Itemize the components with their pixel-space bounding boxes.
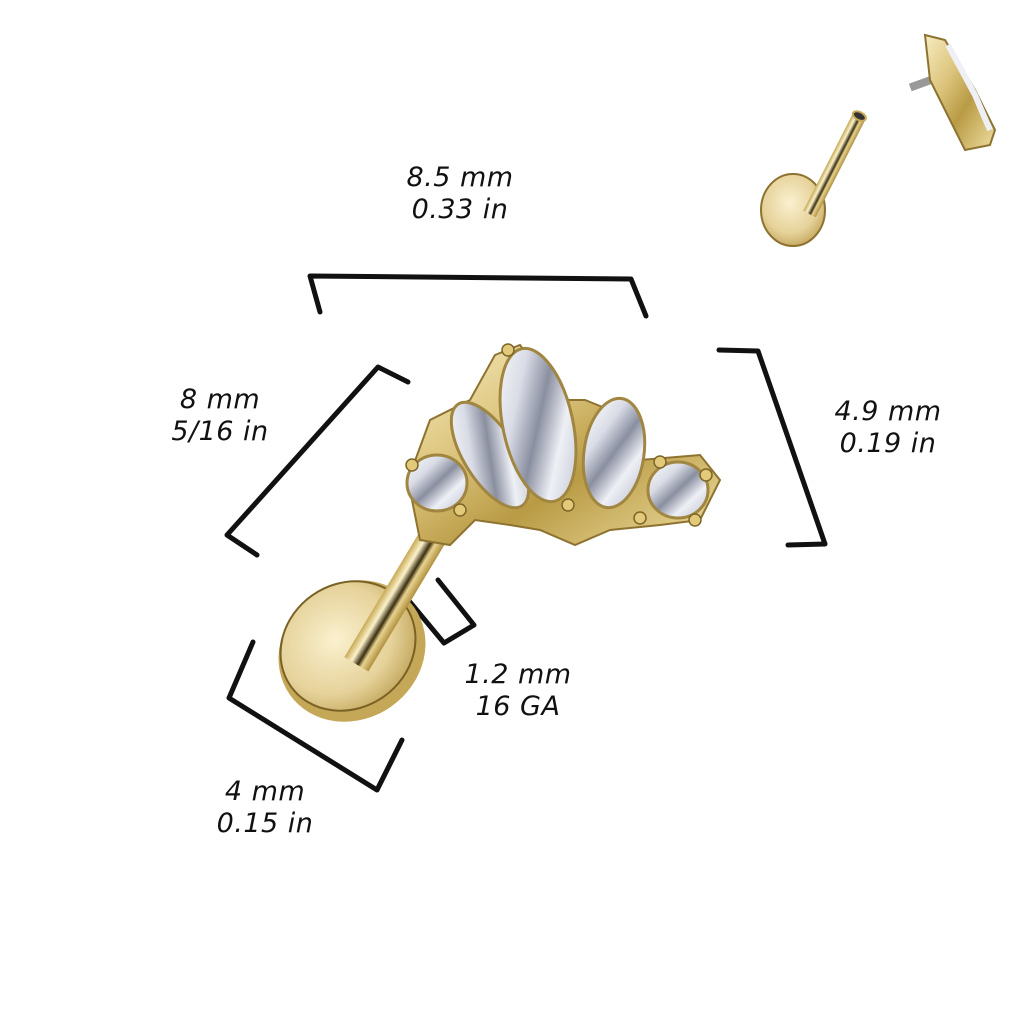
label-top-width: 8.5 mm 0.33 in	[380, 162, 540, 226]
label-disc-inch: 0.15 in	[216, 808, 314, 839]
label-gauge-mm: 1.2 mm	[464, 659, 572, 690]
label-gauge: 1.2 mm 16 GA	[448, 659, 588, 723]
label-gauge-ga: 16 GA	[475, 691, 561, 722]
label-top-height-inch: 0.19 in	[839, 428, 937, 459]
bracket-disc	[226, 639, 405, 793]
bracket-gauge	[397, 577, 477, 646]
inset-top	[908, 33, 997, 152]
stone-marquise-center	[498, 346, 578, 504]
label-top-width-mm: 8.5 mm	[406, 162, 514, 193]
label-top-height: 4.9 mm 0.19 in	[818, 396, 958, 460]
stone-small-right	[646, 460, 710, 520]
stone-small-left	[405, 453, 469, 513]
bracket-top-width	[307, 273, 649, 319]
bracket-length	[224, 364, 411, 558]
label-disc-mm: 4 mm	[224, 776, 306, 807]
inset-post	[760, 110, 867, 247]
label-length: 8 mm 5/16 in	[150, 384, 290, 448]
bracket-height	[716, 347, 828, 548]
stone-marquise-right	[581, 396, 647, 510]
label-top-height-mm: 4.9 mm	[834, 396, 942, 427]
label-length-mm: 8 mm	[179, 384, 261, 415]
label-length-inch: 5/16 in	[171, 416, 269, 447]
crystal-stones	[405, 346, 710, 520]
label-disc: 4 mm 0.15 in	[195, 776, 335, 840]
prongs	[405, 343, 713, 527]
label-top-width-inch: 0.33 in	[411, 194, 509, 225]
